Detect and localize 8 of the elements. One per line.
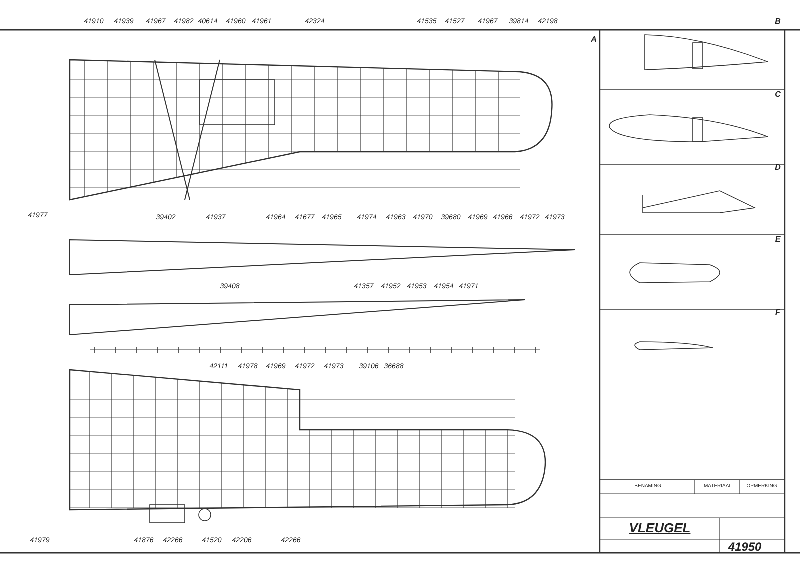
section-letter: F [776, 309, 780, 317]
drawing-number: 41950 [728, 541, 762, 553]
section-letter: E [775, 236, 781, 244]
section-letter: C [775, 91, 781, 99]
section-letter: A [591, 36, 597, 44]
drawing-title: VLEUGEL [629, 522, 691, 534]
section-letter: D [775, 164, 781, 172]
section-letter: B [775, 18, 781, 26]
